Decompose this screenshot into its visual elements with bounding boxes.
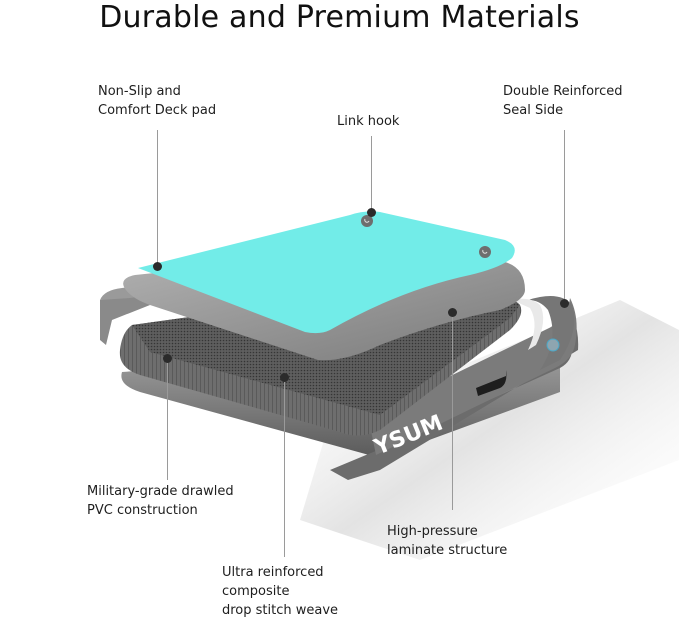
callout-label-link-hook: Link hook	[337, 114, 400, 129]
leader-line-seal-side	[564, 130, 565, 300]
link-hook-1	[361, 215, 373, 227]
leader-line-drop-stitch	[284, 377, 285, 557]
callout-dot-deck-pad	[153, 262, 162, 271]
callout-label-seal-side: Double Reinforced Seal Side	[503, 84, 623, 118]
callout-dot-drop-stitch	[280, 373, 289, 382]
leader-line-deck-pad	[157, 130, 158, 266]
leader-line-link-hook	[371, 136, 372, 212]
leader-line-laminate	[452, 312, 453, 510]
floor-shadow	[300, 300, 679, 560]
left-pvc-strip	[100, 292, 150, 345]
callout-label-deck-pad: Non-Slip and Comfort Deck pad	[98, 84, 217, 118]
callout-dot-pvc	[163, 354, 172, 363]
callout-label-laminate: High-pressure laminate structure	[387, 524, 508, 558]
logo-badge	[546, 338, 560, 352]
page-title: Durable and Premium Materials	[99, 0, 580, 35]
front-side-panel	[368, 298, 577, 455]
deck-pad-layer	[138, 211, 515, 334]
carry-handle	[476, 370, 507, 396]
callout-dot-seal-side	[560, 299, 569, 308]
callout-dot-laminate	[448, 308, 457, 317]
side-rail	[330, 300, 579, 480]
callout-label-pvc: Military-grade drawled PVC construction	[87, 484, 234, 518]
callout-dot-link-hook	[367, 208, 376, 217]
link-hook-2	[479, 246, 491, 258]
leader-line-pvc	[167, 358, 168, 480]
callout-label-drop-stitch: Ultra reinforced composite drop stitch w…	[222, 565, 339, 618]
seal-side-edge	[528, 296, 575, 370]
